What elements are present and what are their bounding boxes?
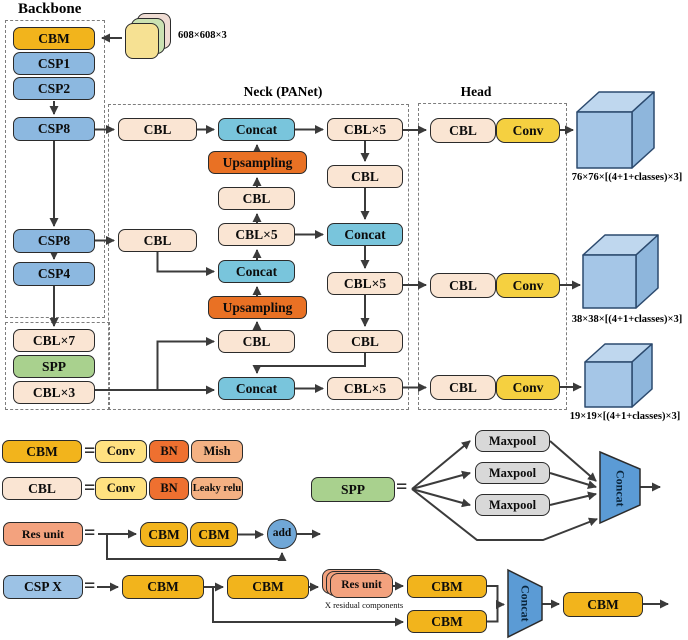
neck-concat-b3: Concat (327, 223, 403, 246)
input-image-layer-front (125, 23, 159, 59)
legend-cbm-mish: Mish (191, 440, 243, 463)
neck-cbl5-b1: CBL×5 (327, 118, 403, 141)
legend-cspx-cbm-1: CBM (122, 575, 204, 599)
legend-maxpool-2: Maxpool (475, 462, 550, 484)
neck-cbl-b5: CBL (327, 330, 403, 353)
backbone-cbm: CBM (13, 27, 95, 50)
legend-maxpool-3: Maxpool (475, 494, 550, 516)
output-label-76: 76×76×[(4+1+classes)×3] (571, 172, 683, 183)
head-conv-1: Conv (496, 118, 560, 143)
neck-cbl5-a4: CBL×5 (218, 223, 295, 246)
neck-cbl5-b6: CBL×5 (327, 377, 403, 400)
legend-cspx-cbm-out: CBM (563, 592, 643, 617)
neck-upsampling-a2: Upsampling (208, 151, 307, 174)
equals-sign: = (84, 522, 96, 544)
spp-concat-trapezoid (599, 450, 641, 525)
neck-cbl5-b4: CBL×5 (327, 272, 403, 295)
head-conv-2: Conv (496, 273, 560, 298)
backbone-spp: SPP (13, 355, 95, 378)
legend-res-cbm-1: CBM (140, 522, 188, 547)
backbone-csp2: CSP2 (13, 77, 95, 100)
legend-cspx-concat-label: Concat (518, 584, 533, 622)
head-cbl-2: CBL (430, 273, 496, 298)
legend-cbm-key: CBM (2, 440, 82, 463)
neck-entry-cbl-1: CBL (118, 118, 197, 141)
cspx-concat-trapezoid (507, 568, 543, 639)
head-region-box (418, 103, 567, 410)
head-cbl-1: CBL (430, 118, 496, 143)
head-cbl-3: CBL (430, 375, 496, 400)
legend-cbl-bn: BN (149, 477, 189, 500)
output-label-19: 19×19×[(4+1+classes)×3] (569, 411, 681, 422)
legend-cspx-key: CSP X (3, 575, 83, 599)
legend-add-circle: add (267, 519, 297, 549)
backbone-csp1: CSP1 (13, 52, 95, 75)
legend-cspx-resunit: Res unit (330, 573, 393, 598)
neck-title: Neck (PANet) (243, 84, 323, 99)
equals-sign: = (84, 440, 96, 462)
backbone-csp8-b: CSP8 (13, 229, 95, 253)
neck-cbl-a3: CBL (218, 187, 295, 210)
equals-sign: = (84, 477, 96, 499)
neck-cbl-b2: CBL (327, 165, 403, 188)
legend-cbm-conv: Conv (95, 440, 147, 463)
legend-cbl-conv: Conv (95, 477, 147, 500)
legend-res-cbm-2: CBM (190, 522, 238, 547)
legend-spp-concat-label: Concat (613, 469, 628, 507)
backbone-csp8-a: CSP8 (13, 117, 95, 141)
output-cube-76 (576, 91, 655, 169)
output-cube-38 (582, 234, 659, 309)
neck-region-box (108, 104, 409, 410)
equals-sign: = (84, 575, 96, 597)
legend-spp-key: SPP (311, 477, 395, 502)
legend-cbm-bn: BN (149, 440, 189, 463)
legend-cbl-leakyrelu: Leaky relu (191, 477, 243, 500)
neck-cbl-a7: CBL (218, 330, 295, 353)
neck-concat-a5: Concat (218, 260, 295, 283)
neck-entry-cbl-2: CBL (118, 229, 197, 252)
legend-cspx-cbm-bottom: CBM (407, 610, 487, 633)
legend-maxpool-1: Maxpool (475, 430, 550, 452)
input-size-label: 608×608×3 (178, 30, 227, 41)
residual-components-note: X residual components (324, 600, 404, 610)
neck-concat-a1: Concat (218, 118, 295, 141)
backbone-csp4: CSP4 (13, 262, 95, 286)
head-conv-3: Conv (496, 375, 560, 400)
backbone-cbl7: CBL×7 (13, 329, 95, 352)
neck-upsampling-a6: Upsampling (208, 296, 307, 319)
output-label-38: 38×38×[(4+1+classes)×3] (571, 314, 683, 325)
legend-resunit-key: Res unit (3, 522, 83, 546)
backbone-title: Backbone (18, 1, 82, 17)
output-cube-19 (584, 343, 653, 408)
equals-sign: = (396, 476, 408, 498)
legend-cspx-cbm-2: CBM (227, 575, 309, 599)
legend-cbl-key: CBL (2, 477, 82, 500)
head-title: Head (460, 84, 492, 99)
backbone-cbl3: CBL×3 (13, 381, 95, 404)
legend-cspx-cbm-top: CBM (407, 575, 487, 598)
neck-concat-a8: Concat (218, 377, 295, 400)
